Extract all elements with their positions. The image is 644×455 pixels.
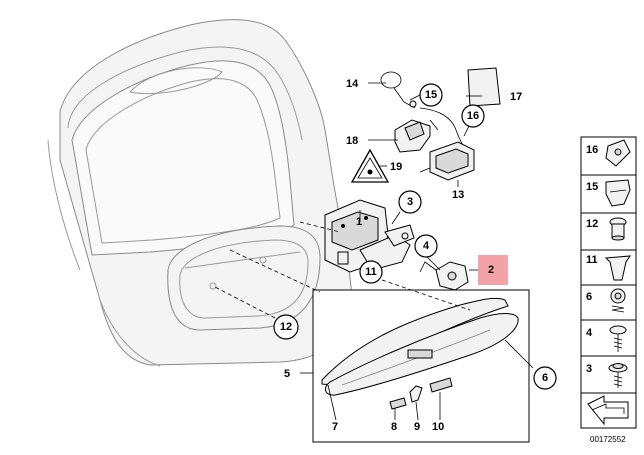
expanding-clip-icon (604, 255, 631, 281)
callout-13: 13 (452, 189, 464, 201)
callout-17: 17 (510, 91, 522, 103)
callout-4: 4 (423, 240, 430, 252)
washer-screw-icon (608, 363, 628, 388)
push-clip-icon (605, 179, 631, 207)
callout-16: 16 (467, 110, 479, 122)
callout-14: 14 (346, 78, 359, 90)
callout-10: 10 (432, 421, 444, 433)
callout-11: 11 (365, 266, 377, 278)
legend-label-6: 6 (586, 291, 592, 303)
document-id: 00172552 (590, 435, 626, 444)
callout-5: 5 (284, 368, 290, 380)
grommet-icon (609, 217, 627, 241)
fastener-legend: 16 15 12 11 6 4 (580, 136, 637, 429)
bracket-18 (394, 119, 431, 153)
callout-8: 8 (391, 421, 397, 433)
legend-label-15: 15 (586, 181, 598, 193)
callout-15: 15 (425, 89, 437, 101)
callouts: 14 15 17 16 18 19 13 3 1 4 2 11 12 5 (273, 78, 557, 433)
release-cable (380, 71, 471, 157)
legend-label-4: 4 (586, 327, 593, 339)
callout-12: 12 (280, 321, 292, 333)
clip-icon (605, 139, 631, 167)
handle-inset-box (312, 289, 530, 443)
callout-3: 3 (407, 196, 413, 208)
microswitch-13 (419, 141, 475, 181)
legend-label-11: 11 (586, 254, 598, 266)
clip-4 (419, 261, 469, 291)
callout-9: 9 (414, 421, 420, 433)
pad-17 (467, 67, 501, 107)
screw-icon (609, 325, 627, 352)
callout-19: 19 (390, 161, 402, 173)
callout-6: 6 (542, 372, 548, 384)
spring-nut-icon (610, 288, 626, 313)
callout-1: 1 (356, 216, 362, 228)
legend-label-16: 16 (586, 144, 598, 156)
legend-label-3: 3 (586, 363, 592, 375)
leader-lines (212, 82, 534, 421)
callout-7: 7 (332, 421, 338, 433)
direction-arrow-icon (587, 395, 629, 426)
callout-18: 18 (346, 135, 358, 147)
callout-2: 2 (488, 264, 494, 276)
legend-label-12: 12 (586, 218, 598, 230)
latch-lever (384, 224, 415, 247)
warning-label-icon (350, 148, 390, 183)
tailgate-body (47, 19, 353, 367)
